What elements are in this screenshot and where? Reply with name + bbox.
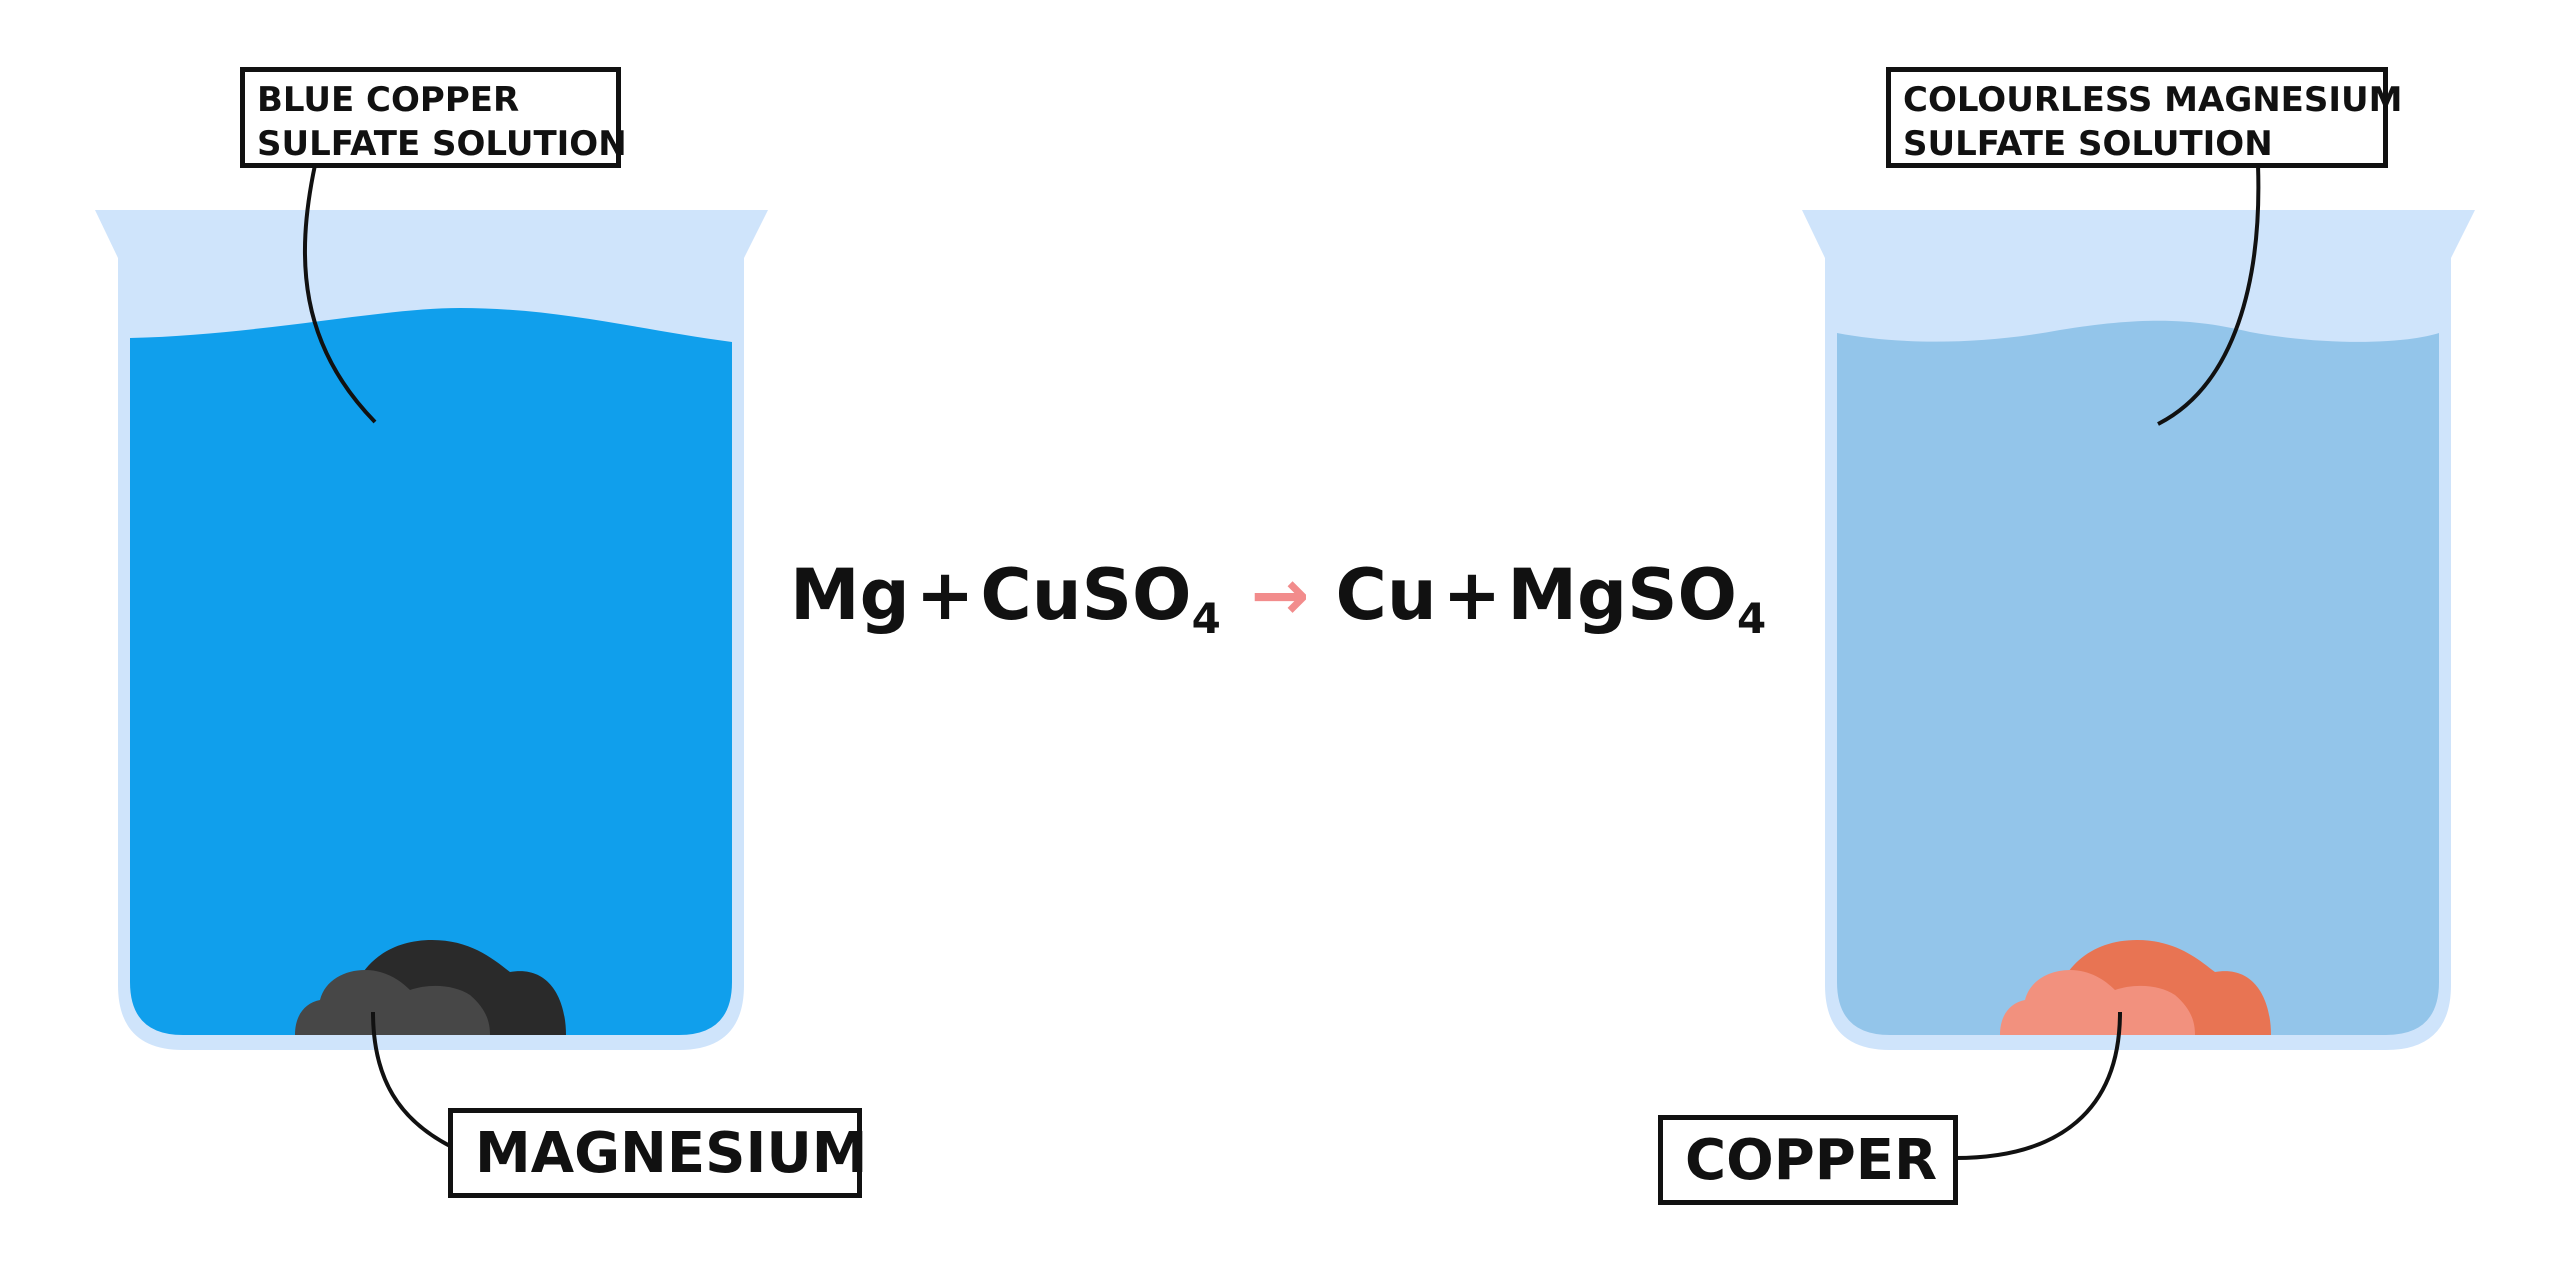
- reactant-magnesium: Mg: [790, 554, 910, 636]
- right-solution-label-line1: COLOURLESS MAGNESIUM: [1903, 80, 2403, 120]
- copper-label: COPPER: [1658, 1115, 1958, 1205]
- left-solution-label-line2: SULFATE SOLUTION: [257, 124, 627, 164]
- magnesium-label: MAGNESIUM: [448, 1108, 868, 1198]
- product-magnesium-sulfate: MgSO4: [1507, 545, 1766, 645]
- reactant-copper-sulfate: CuSO4: [980, 545, 1220, 645]
- right-solution-leader-line: [2157, 164, 2261, 426]
- magnesium-piece-front: [295, 970, 490, 1035]
- magnesium-leader-line: [371, 1011, 451, 1148]
- reactant-copper-sulfate-subscript: 4: [1191, 594, 1221, 643]
- chemical-equation: Mg + CuSO4 → Cu + MgSO4: [790, 545, 1790, 645]
- left-solution-label-line1: BLUE COPPER: [257, 80, 520, 120]
- plus-sign-1: +: [915, 554, 975, 636]
- copper-piece-front: [2000, 970, 2195, 1035]
- right-beaker: [1802, 210, 2475, 1050]
- left-solution-leader-line: [303, 164, 377, 424]
- product-magnesium-sulfate-formula: MgSO: [1507, 554, 1738, 636]
- right-solution-label-line2: SULFATE SOLUTION: [1903, 124, 2273, 164]
- product-magnesium-sulfate-subscript: 4: [1737, 594, 1767, 643]
- right-solution: [1837, 320, 2439, 1035]
- reactant-copper-sulfate-formula: CuSO: [980, 554, 1192, 636]
- reaction-arrow-icon: →: [1250, 554, 1310, 636]
- left-beaker: [95, 210, 768, 1050]
- copper-pieces: [2000, 940, 2271, 1035]
- left-solution: [130, 308, 732, 1035]
- right-solution-label: COLOURLESS MAGNESIUM SULFATE SOLUTION: [1886, 67, 2403, 168]
- copper-leader-line: [1954, 1011, 2122, 1160]
- left-solution-label: BLUE COPPER SULFATE SOLUTION: [240, 67, 627, 168]
- product-copper: Cu: [1335, 554, 1437, 636]
- magnesium-pieces: [295, 940, 566, 1035]
- plus-sign-2: +: [1442, 554, 1502, 636]
